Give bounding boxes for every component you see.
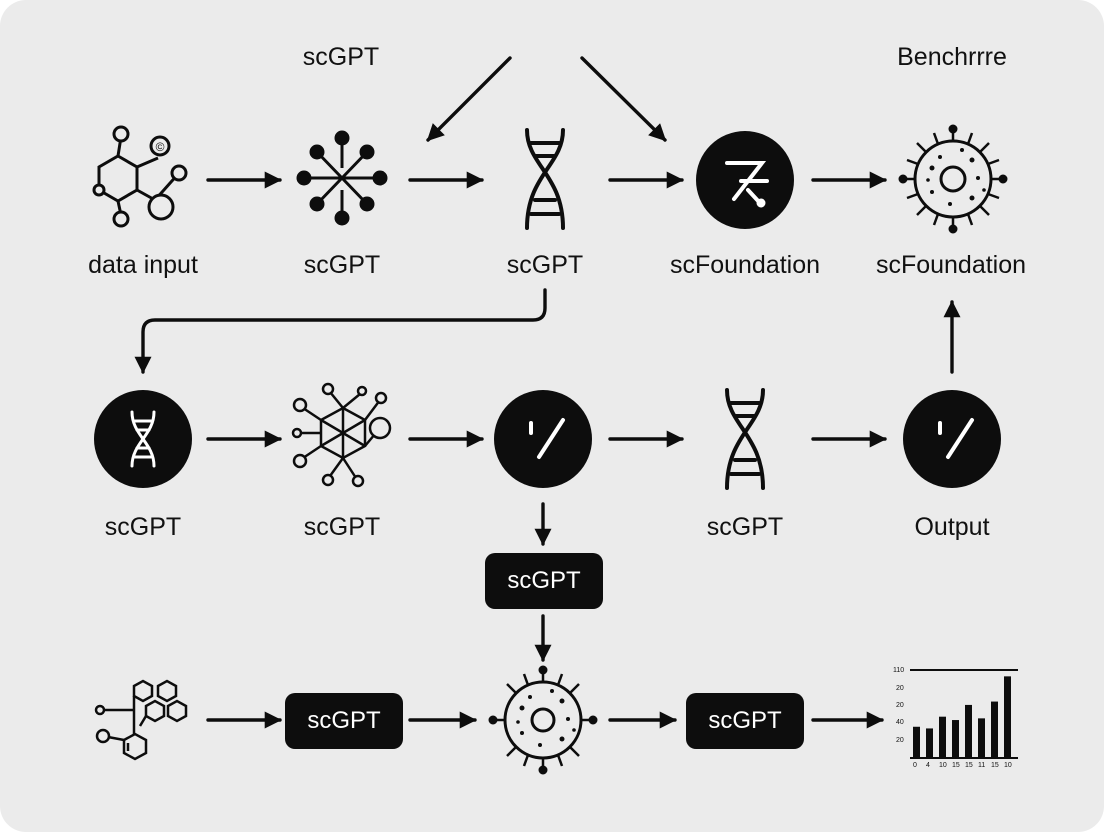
- cell-icon: [898, 124, 1008, 234]
- arrow-top-to-dna: [426, 56, 512, 142]
- chart-bar-2: [939, 716, 946, 757]
- chart-bar-3: [952, 720, 959, 757]
- label-r2-4: scGPT: [706, 513, 784, 541]
- network-icon: [291, 382, 392, 488]
- chart-bar-1: [926, 728, 933, 757]
- y-tick-1: 20: [896, 685, 904, 692]
- y-tick-3: 40: [896, 719, 904, 726]
- top-label-right: Benchrrre: [897, 43, 1007, 71]
- arrow-loop-down: [134, 288, 547, 374]
- label-data-input: data input: [88, 251, 198, 279]
- dna-circle-icon: [94, 390, 192, 488]
- label-r1-4: scFoundation: [669, 251, 821, 279]
- molecule-icon-row3: [94, 679, 188, 761]
- chart-bar-4: [965, 704, 972, 757]
- top-label-left: scGPT: [302, 43, 380, 71]
- chart-bars: [913, 676, 1011, 757]
- x-tick-3: 15: [952, 762, 960, 769]
- label-r2-2: scGPT: [303, 513, 381, 541]
- arrow-top-to-foundation: [580, 56, 667, 142]
- row3-box-2: scGPT: [686, 693, 804, 749]
- x-tick-5: 11: [978, 762, 986, 769]
- x-tick-6: 15: [991, 762, 999, 769]
- x-tick-7: 10: [1004, 762, 1012, 769]
- x-tick-2: 10: [939, 762, 947, 769]
- x-tick-1: 4: [926, 762, 930, 769]
- label-output: Output: [914, 513, 990, 541]
- dna-icon: [525, 128, 565, 230]
- bar-chart-icon: [910, 669, 1018, 759]
- label-r1-5: scFoundation: [875, 251, 1027, 279]
- dna-icon-row2: [725, 388, 765, 490]
- cell-icon-row3: [488, 665, 598, 775]
- chart-bar-5: [978, 718, 985, 757]
- y-tick-4: 20: [896, 737, 904, 744]
- x-tick-4: 15: [965, 762, 973, 769]
- row3-box-1: scGPT: [285, 693, 403, 749]
- chart-bar-6: [991, 701, 998, 757]
- output-slash-circle-icon: [903, 390, 1001, 488]
- mid-box: scGPT: [485, 553, 603, 609]
- x-tick-0: 0: [913, 762, 917, 769]
- chart-bar-0: [913, 726, 920, 757]
- y-tick-2: 20: [896, 702, 904, 709]
- label-r2-1: scGPT: [104, 513, 182, 541]
- network-hub-icon: [296, 130, 388, 226]
- svg-text:©: ©: [156, 140, 165, 154]
- foundation-circle-icon: [696, 131, 794, 229]
- slash-circle-icon: [494, 390, 592, 488]
- y-tick-0: 110: [893, 667, 905, 674]
- chart-bar-7: [1004, 676, 1011, 757]
- label-r1-3: scGPT: [506, 251, 584, 279]
- molecule-icon: ©: [92, 125, 188, 228]
- label-r1-2: scGPT: [303, 251, 381, 279]
